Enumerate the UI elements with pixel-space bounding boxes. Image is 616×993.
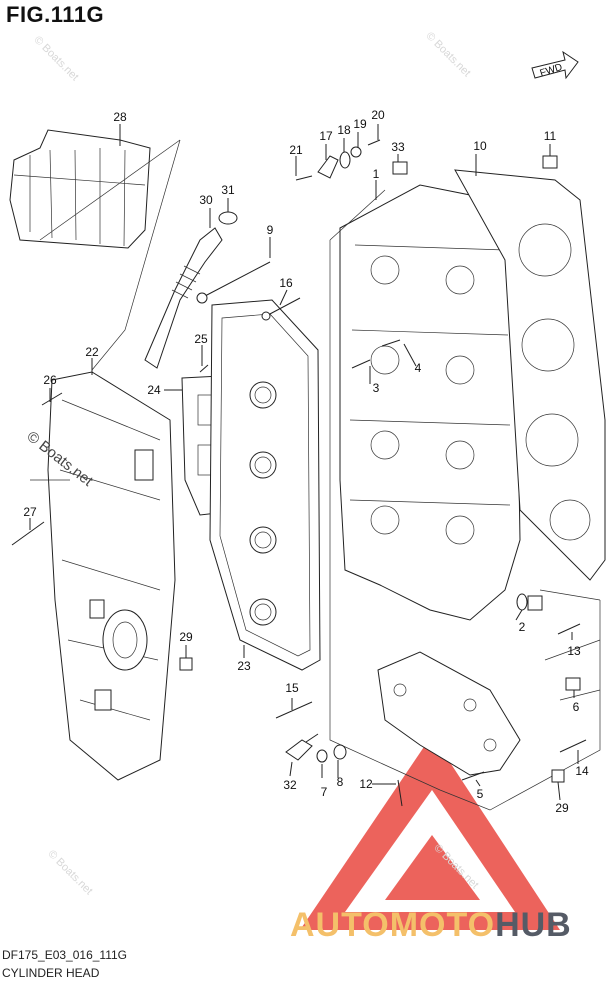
part-1-cylinder-head [339,184,521,621]
callout-label: 26 [43,373,57,387]
callout-label: 31 [221,183,235,197]
callout-label: 25 [194,332,208,346]
callout-label: 21 [289,143,303,157]
automotohub-logo-triangle [300,735,560,930]
callout-label: 20 [371,108,385,122]
brand-text-part1: AUTOMOTO [290,906,496,944]
callout-label: 23 [237,659,251,673]
figure-code: DF175_E03_016_111G [2,948,127,962]
small-parts [11,139,587,807]
callout-label: 10 [473,139,487,153]
callout-label: 12 [359,777,373,791]
callout-label: 30 [199,193,213,207]
callout-label: 18 [337,123,351,137]
figure-title: FIG.111G [6,2,105,27]
callout-label: 15 [285,681,299,695]
callout-label: 14 [575,764,589,778]
part-10-head-gasket [454,169,606,581]
callout-label: 17 [319,129,333,143]
callout-label: 1 [373,167,380,181]
callout-label: 3 [373,381,380,395]
part-23-cover-gasket [209,299,321,671]
callout-labels: 1 2 3 4 5 6 7 8 9 10 11 12 13 14 15 16 1… [23,108,589,815]
brand-text-part2: HUB [495,906,572,944]
callout-label: 2 [519,620,526,634]
callout-label: 13 [567,644,581,658]
callout-label: 8 [337,775,344,789]
part-28-cover [9,129,151,249]
callout-label: 33 [391,140,405,154]
callout-label: 29 [179,630,193,644]
fwd-arrow-icon: FWD [531,50,579,80]
callout-label: 28 [113,110,127,124]
callout-label: 29 [555,801,569,815]
callout-label: 5 [477,787,484,801]
brand-logo: AUTOMOTOHUB [290,906,572,945]
callout-label: 9 [267,223,274,237]
part-31-clamp [218,211,238,225]
callout-label: 11 [544,129,557,143]
callout-label: 22 [85,345,99,359]
part-30-breather-hose [144,227,223,369]
part-22-head-cover [47,371,176,781]
callout-label: 27 [23,505,37,519]
fwd-label: FWD [539,62,564,80]
callout-label: 6 [573,700,580,714]
leader-lines [29,124,579,801]
part-lower-housing [377,651,521,776]
figure-caption: CYLINDER HEAD [2,966,100,980]
callout-label: 4 [415,361,422,375]
callout-label: 24 [147,383,161,397]
callout-label: 32 [283,778,297,792]
callout-label: 7 [321,785,328,799]
callout-label: 16 [279,276,293,290]
callout-label: 19 [353,117,367,131]
